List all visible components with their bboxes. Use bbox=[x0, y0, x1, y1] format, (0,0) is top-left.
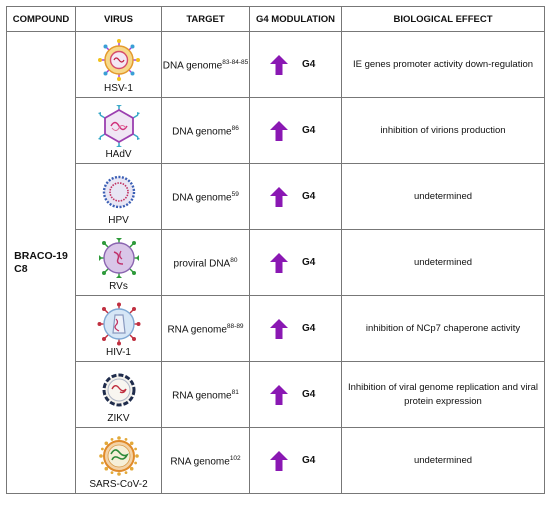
target-ref: 59 bbox=[231, 190, 239, 198]
target-ref: 86 bbox=[231, 124, 239, 132]
target-text: RNA genome bbox=[167, 324, 227, 336]
header-virus: VIRUS bbox=[75, 6, 162, 32]
hpv-virus-icon bbox=[102, 175, 135, 208]
target-cell: DNA genome83-84-85 bbox=[161, 31, 250, 98]
virus-name: SARS-CoV-2 bbox=[89, 478, 148, 490]
hiv1-virus-icon bbox=[97, 302, 140, 345]
target-ref: 83-84-85 bbox=[222, 58, 249, 66]
virus-name: ZIKV bbox=[107, 412, 130, 424]
modulation-label: G4 bbox=[302, 191, 316, 202]
sarscov2-virus-icon bbox=[98, 435, 139, 476]
modulation-label: G4 bbox=[302, 125, 316, 136]
effect-cell: undetermined bbox=[341, 163, 545, 230]
table-row: SARS-CoV-2 RNA genome102 G4 undetermined bbox=[7, 427, 545, 494]
modulation-cell: G4 bbox=[249, 97, 342, 164]
rvs-virus-icon bbox=[98, 237, 139, 278]
target-cell: RNA genome102 bbox=[161, 427, 250, 494]
up-arrow-icon bbox=[270, 318, 288, 339]
up-arrow-icon bbox=[270, 252, 288, 273]
effect-cell: Inhibition of viral genome replication a… bbox=[341, 361, 545, 428]
virus-name: HPV bbox=[108, 214, 129, 226]
header-row: COMPOUND VIRUS TARGET G4 MODULATION BIOL… bbox=[6, 6, 545, 32]
table-row: BRACO-19 C8 bbox=[6, 31, 545, 494]
target-ref: 88-89 bbox=[226, 322, 244, 330]
table-row: RVs proviral DNA80 G4 undetermined bbox=[7, 229, 545, 296]
modulation-label: G4 bbox=[302, 323, 316, 334]
effect-cell: undetermined bbox=[341, 427, 545, 494]
up-arrow-icon bbox=[270, 54, 288, 75]
target-text: DNA genome bbox=[172, 192, 232, 204]
compound-cell: BRACO-19 C8 bbox=[6, 31, 76, 494]
virus-name: RVs bbox=[109, 280, 128, 292]
target-text: DNA genome bbox=[162, 60, 223, 72]
compound-name-second: C8 bbox=[14, 262, 28, 275]
target-cell: proviral DNA80 bbox=[161, 229, 250, 296]
modulation-cell: G4 bbox=[249, 427, 342, 494]
modulation-label: G4 bbox=[302, 257, 316, 268]
effect-cell: undetermined bbox=[341, 229, 545, 296]
target-ref: 102 bbox=[229, 454, 241, 462]
g4-ligand-table: COMPOUND VIRUS TARGET G4 MODULATION BIOL… bbox=[6, 6, 545, 494]
target-ref: 81 bbox=[231, 388, 239, 396]
target-ref: 80 bbox=[230, 256, 238, 264]
hadv-virus-icon bbox=[97, 104, 140, 147]
header-compound: COMPOUND bbox=[6, 6, 76, 32]
modulation-cell: G4 bbox=[249, 361, 342, 428]
virus-cell: HSV-1 bbox=[75, 31, 162, 98]
header-modulation: G4 MODULATION bbox=[249, 6, 342, 32]
virus-cell: SARS-CoV-2 bbox=[75, 427, 162, 494]
compound-name: BRACO-19 bbox=[14, 249, 68, 262]
virus-cell: HAdV bbox=[75, 97, 162, 164]
table-row: ZIKV RNA genome81 G4 Inhibition of viral… bbox=[7, 361, 545, 428]
table-row: HPV DNA genome59 G4 undetermined bbox=[7, 163, 545, 230]
up-arrow-icon bbox=[270, 120, 288, 141]
table-row: HIV-1 RNA genome88-89 G4 inhibition of N… bbox=[7, 295, 545, 362]
virus-cell: RVs bbox=[75, 229, 162, 296]
modulation-cell: G4 bbox=[249, 229, 342, 296]
virus-cell: HIV-1 bbox=[75, 295, 162, 362]
virus-name: HAdV bbox=[105, 148, 132, 160]
target-cell: DNA genome86 bbox=[161, 97, 250, 164]
target-text: RNA genome bbox=[170, 456, 230, 468]
modulation-cell: G4 bbox=[249, 31, 342, 98]
zikv-virus-icon bbox=[102, 373, 135, 406]
target-text: proviral DNA bbox=[173, 258, 231, 270]
effect-cell: IE genes promoter activity down-regulati… bbox=[341, 31, 545, 98]
table-row: HAdV DNA genome86 G4 inhibition of virio… bbox=[7, 97, 545, 164]
target-text: RNA genome bbox=[172, 390, 232, 402]
up-arrow-icon bbox=[270, 186, 288, 207]
hsv1-virus-icon bbox=[97, 38, 140, 81]
modulation-label: G4 bbox=[302, 455, 316, 466]
effect-cell: inhibition of virions production bbox=[341, 97, 545, 164]
modulation-label: G4 bbox=[302, 389, 316, 400]
virus-cell: ZIKV bbox=[75, 361, 162, 428]
target-cell: RNA genome88-89 bbox=[161, 295, 250, 362]
effect-cell: inhibition of NCp7 chaperone activity bbox=[341, 295, 545, 362]
target-text: DNA genome bbox=[172, 126, 232, 138]
header-effect: BIOLOGICAL EFFECT bbox=[341, 6, 545, 32]
header-target: TARGET bbox=[161, 6, 250, 32]
modulation-label: G4 bbox=[302, 59, 316, 70]
modulation-cell: G4 bbox=[249, 295, 342, 362]
modulation-cell: G4 bbox=[249, 163, 342, 230]
target-cell: DNA genome59 bbox=[161, 163, 250, 230]
target-cell: RNA genome81 bbox=[161, 361, 250, 428]
virus-name: HSV-1 bbox=[104, 82, 133, 94]
virus-cell: HPV bbox=[75, 163, 162, 230]
virus-name: HIV-1 bbox=[105, 346, 131, 358]
up-arrow-icon bbox=[270, 384, 288, 405]
up-arrow-icon bbox=[270, 450, 288, 471]
